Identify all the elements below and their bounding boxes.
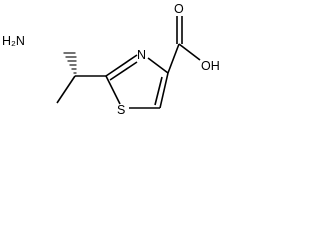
amine-label: H₂N — [2, 34, 25, 48]
bond-c2-n3 — [105, 54, 138, 77]
carbonyl-oxygen-label: O — [174, 2, 184, 16]
ring-sulfur-label: S — [117, 103, 125, 117]
hashed-wedge-bond — [63, 52, 77, 74]
bond-c-oh — [178, 43, 201, 61]
bond-c4-c5-inner — [154, 76, 163, 106]
structure-diagram: H₂N OH O N S — [2, 2, 220, 117]
bond-n3-c4 — [147, 57, 169, 74]
bond-s1-c2 — [105, 75, 121, 105]
ring-nitrogen-label: N — [137, 48, 146, 62]
bond-c2-n3-inner — [109, 61, 138, 81]
bond-c4-c5 — [159, 72, 169, 109]
bond-calpha-methyl — [56, 75, 76, 104]
bond-c4-ccooh — [167, 43, 180, 74]
hydroxyl-label: OH — [201, 59, 220, 73]
